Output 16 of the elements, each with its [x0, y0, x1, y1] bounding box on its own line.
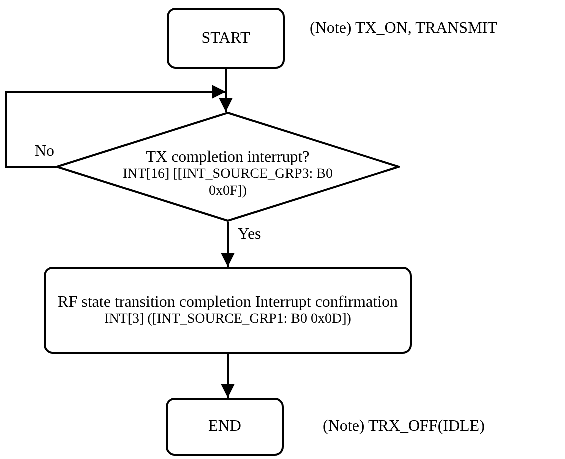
- node-label: TX completion interrupt?: [146, 148, 310, 167]
- process-box: [44, 267, 412, 354]
- arrow: [219, 69, 233, 112]
- node-label: RF state transition completion Interrupt confirmation: [58, 292, 398, 312]
- arrow: [221, 222, 235, 267]
- side-note: (Note) TX_ON, TRANSMIT: [310, 20, 498, 38]
- arrow: [221, 354, 235, 398]
- node-label: START: [202, 28, 250, 48]
- node-label: END: [208, 417, 242, 437]
- start-terminal: [167, 8, 285, 69]
- arrow: [5, 85, 226, 168]
- register-note: INT[16] [[INT_SOURCE_GRP3: B0 0x0F]): [123, 166, 333, 200]
- end-terminal: [166, 398, 284, 456]
- decision-diamond: [56, 112, 400, 222]
- register-note: INT[3] ([INT_SOURCE_GRP1: B0 0x0D]): [104, 312, 352, 328]
- side-note: (Note) TRX_OFF(IDLE): [323, 418, 485, 436]
